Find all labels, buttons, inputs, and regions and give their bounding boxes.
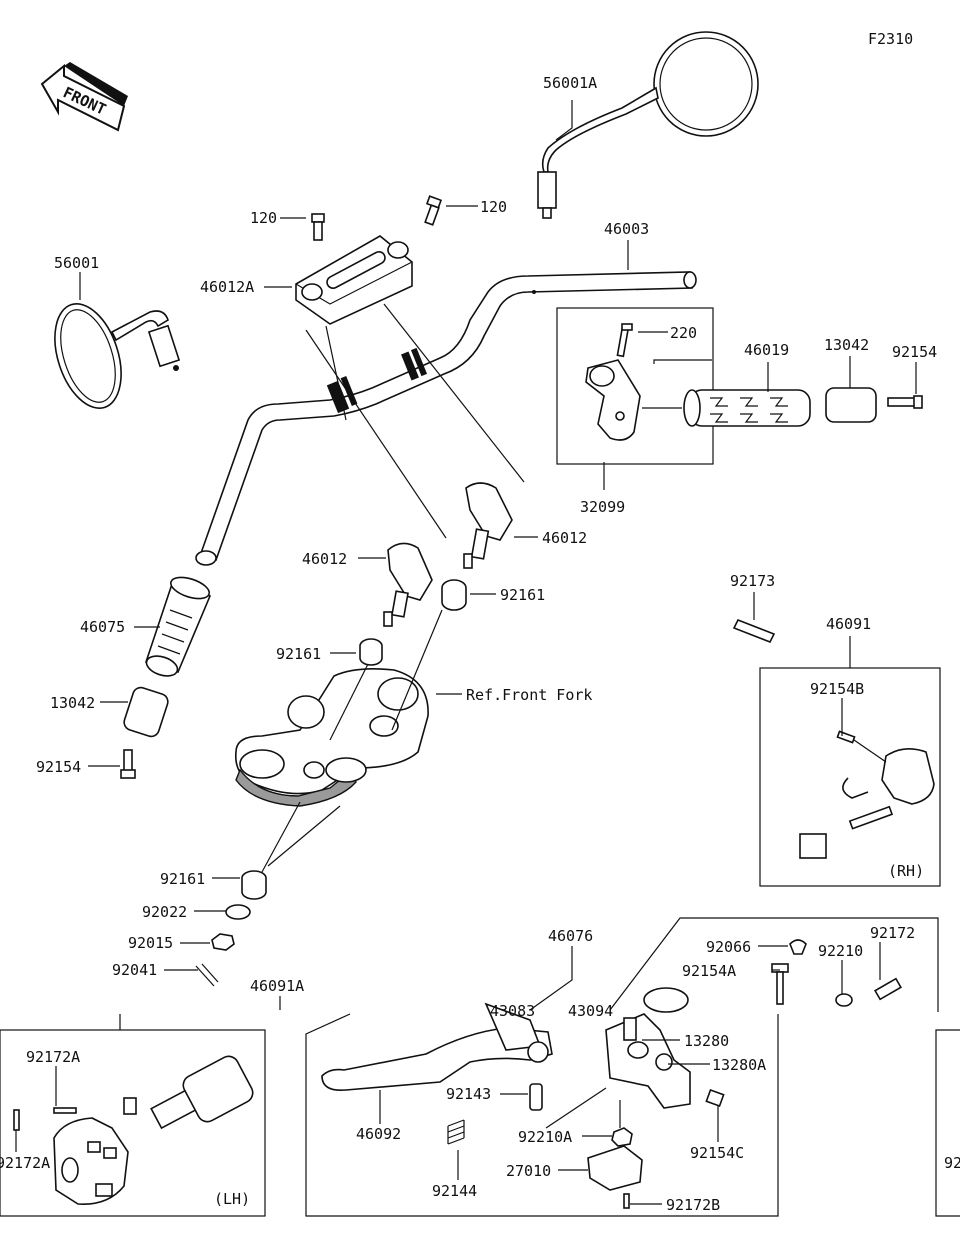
label-46091A: 46091A bbox=[250, 977, 304, 995]
clutch-lever-box bbox=[305, 1013, 779, 1217]
label-43094-cut: 43094 bbox=[568, 1002, 613, 1020]
damper-92161-c bbox=[241, 870, 267, 900]
screw-92172B bbox=[623, 1193, 630, 1209]
cotter-pin-92041 bbox=[195, 963, 219, 987]
label-46012-right: 46012 bbox=[542, 529, 587, 547]
label-92172A-left: 92172A bbox=[0, 1154, 50, 1172]
label-13280: 13280 bbox=[684, 1032, 729, 1050]
bolt-92154-right bbox=[887, 395, 923, 409]
grip-right bbox=[683, 389, 811, 427]
front-arrow-icon: FRONT bbox=[40, 62, 128, 132]
label-rh: (RH) bbox=[888, 862, 924, 880]
label-92173: 92173 bbox=[730, 572, 775, 590]
label-46012A: 46012A bbox=[200, 278, 254, 296]
bolt-92172 bbox=[874, 977, 902, 1001]
handlebar-holder-left bbox=[383, 542, 433, 627]
part-labels: 56001A 120 120 46003 56001 46012A 220 46… bbox=[0, 74, 960, 1214]
label-92143: 92143 bbox=[446, 1085, 491, 1103]
label-92161-c: 92161 bbox=[160, 870, 205, 888]
label-120-right: 120 bbox=[480, 198, 507, 216]
label-92015: 92015 bbox=[128, 934, 173, 952]
label-92cut: 92 bbox=[944, 1154, 960, 1172]
label-56001: 56001 bbox=[54, 254, 99, 272]
spring-92144 bbox=[447, 1119, 465, 1145]
bolt-120-left bbox=[311, 213, 325, 241]
label-92066: 92066 bbox=[706, 938, 751, 956]
label-46092: 46092 bbox=[356, 1125, 401, 1143]
label-13042-left: 13042 bbox=[50, 694, 95, 712]
bushing-92143 bbox=[529, 1083, 543, 1111]
label-92154B: 92154B bbox=[810, 680, 864, 698]
label-92022: 92022 bbox=[142, 903, 187, 921]
label-46076: 46076 bbox=[548, 927, 593, 945]
bolt-92154-left bbox=[120, 749, 136, 779]
label-92154C: 92154C bbox=[690, 1144, 744, 1162]
handlebar-clamp-top bbox=[295, 235, 413, 325]
leader-lines bbox=[15, 100, 917, 1205]
damper-92161-a bbox=[441, 579, 467, 611]
mirror-left bbox=[54, 303, 181, 409]
label-92161-b: 92161 bbox=[276, 645, 321, 663]
clamp-92173 bbox=[732, 618, 776, 644]
label-13042-right: 13042 bbox=[824, 336, 869, 354]
cap-92066 bbox=[789, 939, 807, 955]
label-92144: 92144 bbox=[432, 1182, 477, 1200]
throttle-housing-box bbox=[556, 307, 714, 465]
bar-end-weight-left bbox=[123, 686, 169, 738]
washer-92210 bbox=[835, 993, 853, 1007]
label-13280A: 13280A bbox=[712, 1056, 766, 1074]
label-92154-left: 92154 bbox=[36, 758, 81, 776]
grip-left bbox=[144, 576, 212, 677]
label-92041: 92041 bbox=[112, 961, 157, 979]
bolt-92154A bbox=[771, 963, 789, 1005]
label-43083-cut: 43083 bbox=[490, 1002, 535, 1020]
label-46091: 46091 bbox=[826, 615, 871, 633]
label-92210: 92210 bbox=[818, 942, 863, 960]
label-92154-right: 92154 bbox=[892, 343, 937, 361]
label-lh: (LH) bbox=[214, 1190, 250, 1208]
figure-code: F2310 bbox=[868, 30, 913, 48]
clutch-lever-holder bbox=[605, 987, 691, 1109]
handlebar bbox=[195, 271, 697, 566]
mirror-right bbox=[537, 31, 759, 219]
switch-lh-box bbox=[0, 1029, 266, 1217]
label-46075: 46075 bbox=[80, 618, 125, 636]
label-46003: 46003 bbox=[604, 220, 649, 238]
label-46019: 46019 bbox=[744, 341, 789, 359]
label-92161-a: 92161 bbox=[500, 586, 545, 604]
damper-92161-b bbox=[359, 638, 383, 666]
label-46012-left: 46012 bbox=[302, 550, 347, 568]
label-220: 220 bbox=[670, 324, 697, 342]
switch-housing-left bbox=[13, 1055, 254, 1205]
label-92172B: 92172B bbox=[666, 1196, 720, 1214]
bolt-92154C bbox=[705, 1088, 725, 1108]
label-92172-right: 92172 bbox=[870, 924, 915, 942]
nut-92210A bbox=[611, 1127, 633, 1147]
label-27010: 27010 bbox=[506, 1162, 551, 1180]
label-92172A-top: 92172A bbox=[26, 1048, 80, 1066]
label-120-left: 120 bbox=[250, 209, 277, 227]
bolt-120-right bbox=[424, 195, 443, 226]
label-56001A: 56001A bbox=[543, 74, 597, 92]
switch-27010 bbox=[587, 1145, 643, 1191]
throttle-housing bbox=[585, 323, 641, 441]
label-32099: 32099 bbox=[580, 498, 625, 516]
bar-end-weight-right bbox=[825, 387, 877, 423]
clutch-lever bbox=[321, 1002, 553, 1092]
switch-housing-right bbox=[799, 730, 935, 859]
upper-fork-bracket bbox=[234, 668, 429, 807]
label-92210A: 92210A bbox=[518, 1128, 572, 1146]
ref-front-fork: Ref.Front Fork bbox=[466, 686, 592, 704]
nut-92015 bbox=[211, 933, 235, 951]
label-92154A: 92154A bbox=[682, 962, 736, 980]
washer-92022 bbox=[225, 904, 251, 920]
handlebar-holder-right bbox=[463, 482, 513, 569]
